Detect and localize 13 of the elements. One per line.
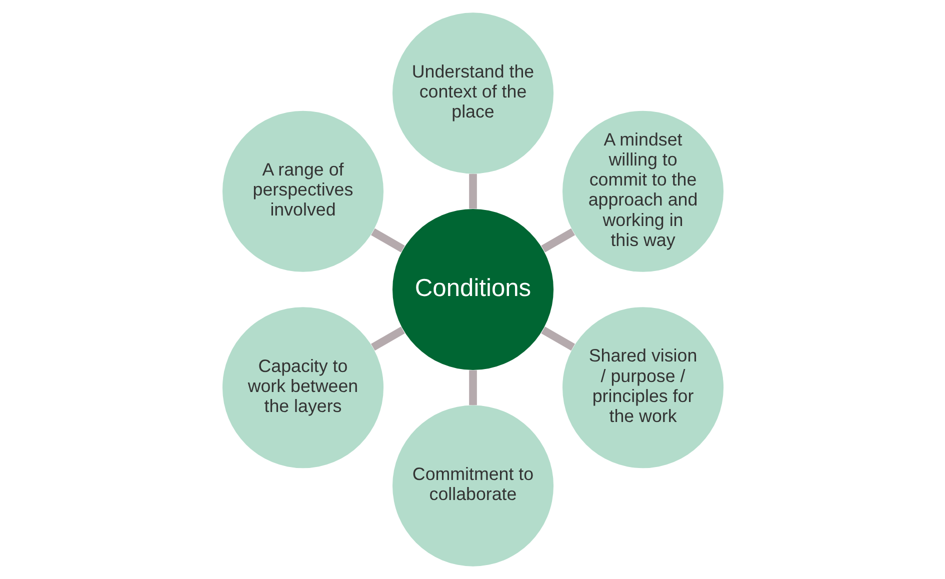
connector bbox=[468, 174, 476, 209]
node-circle: Understand the context of the place bbox=[392, 12, 554, 174]
connector bbox=[540, 228, 574, 252]
connector bbox=[540, 326, 574, 351]
node-circle: A range of perspectives involved bbox=[222, 110, 384, 272]
node-circle: Capacity to work between the layers bbox=[222, 307, 384, 468]
connector bbox=[468, 370, 476, 406]
connector bbox=[370, 228, 404, 252]
node-circle: Shared vision / purpose / principles for the work bbox=[562, 307, 724, 468]
node-circle: Conditions bbox=[392, 208, 554, 370]
connector bbox=[370, 326, 404, 351]
node-circle: Commitment to collaborate bbox=[392, 405, 554, 566]
node-circle: A mindset willing to commit to the approach and working in this way bbox=[562, 110, 724, 272]
